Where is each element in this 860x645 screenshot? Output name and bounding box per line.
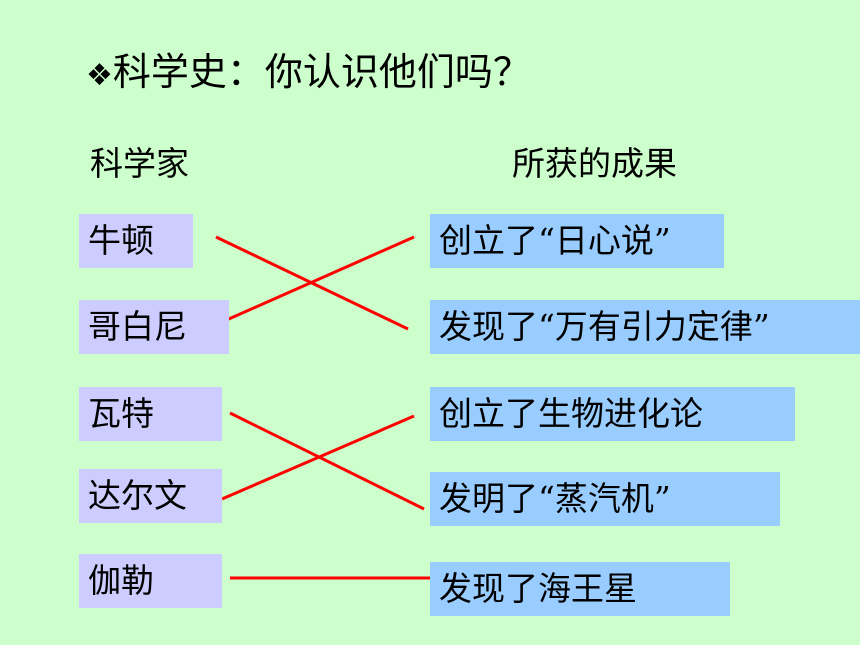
achievement-box-steam-engine: 发明了“蒸汽机” <box>430 472 780 526</box>
achievement-column-header: 所获的成果 <box>512 144 677 183</box>
achievement-box-gravitation: 发现了“万有引力定律” <box>430 300 860 354</box>
achievement-box-heliocentrism: 创立了“日心说” <box>430 214 724 268</box>
achievement-box-neptune: 发现了海王星 <box>430 562 730 616</box>
match-line-copernicus <box>221 235 415 324</box>
scientist-box-darwin: 达尔文 <box>79 469 222 523</box>
scientist-column-header: 科学家 <box>90 144 189 183</box>
scientist-box-galle: 伽勒 <box>79 554 222 608</box>
achievement-box-evolution: 创立了生物进化论 <box>430 387 795 441</box>
diamond-bullet-icon: ❖ <box>86 58 113 93</box>
scientist-box-watt: 瓦特 <box>79 387 222 441</box>
slide-title-text: 科学史：你认识他们吗？ <box>112 50 531 94</box>
match-line-watt <box>229 411 425 511</box>
scientist-box-newton: 牛顿 <box>79 214 193 268</box>
match-line-darwin <box>221 414 415 501</box>
scientist-box-copernicus: 哥白尼 <box>79 300 229 354</box>
slide-title: ❖科学史：你认识他们吗？ <box>86 44 531 104</box>
